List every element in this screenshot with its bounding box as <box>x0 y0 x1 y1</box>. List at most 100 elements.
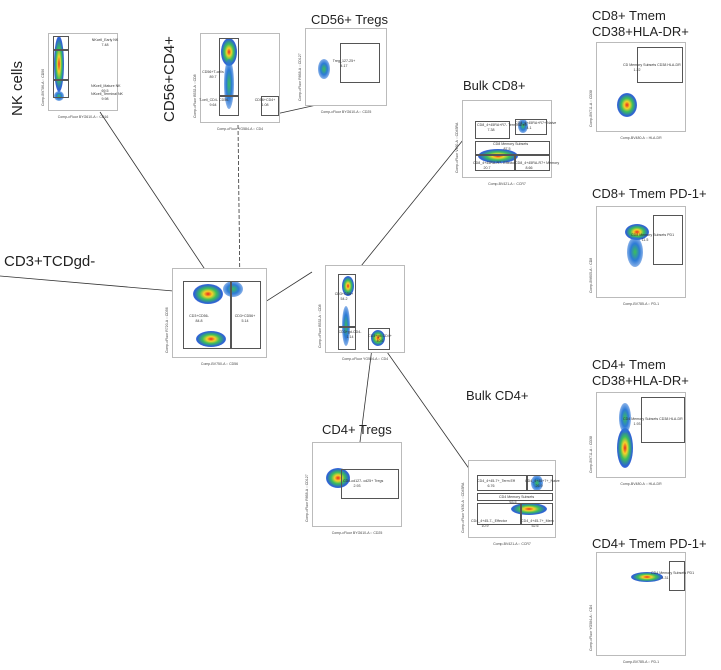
gate-value: 7.38 <box>487 127 495 132</box>
gate-value: 63.5 <box>509 499 517 504</box>
y-axis-label: Comp-BV711-A :: CD38 <box>589 436 593 473</box>
title-cd3: CD3+TCDgd- <box>4 253 96 270</box>
title-r1a: CD8+ Tmem <box>592 8 666 23</box>
connector-cd4tregs <box>359 347 373 443</box>
gate-r1-0[interactable] <box>637 47 683 83</box>
title-r3a: CD4+ Tmem <box>592 357 666 372</box>
gate-cd8-4[interactable] <box>515 155 550 171</box>
gate-value: 10.9 <box>481 523 489 528</box>
gate-cd4tregs-0[interactable] <box>341 469 399 499</box>
gate-cd4-2[interactable] <box>477 493 553 501</box>
gate-label: Treg_127-25+4.17 <box>330 59 358 68</box>
gate-label: CD3+gd-CD4-1.14 <box>336 330 364 339</box>
plot-cd3: CD3+CD56-84.8 CD3+CD56+5.14 Comp-cFluor R7… <box>165 268 267 366</box>
y-axis-label: Comp-cFluor R720-A :: CD56 <box>165 307 169 353</box>
gate-value: 8.66 <box>525 165 533 170</box>
gate-value: 52.6 <box>531 523 539 528</box>
connector-cd3-gate <box>0 275 186 293</box>
gate-name: CD3+CD56- <box>189 314 209 318</box>
y-axis-label: Comp-BV711-A :: CD38 <box>589 90 593 127</box>
gate-name: NKcell_Early NK <box>91 38 119 42</box>
gate-value: 4.31 <box>661 575 669 580</box>
x-axis-label: Comp-BV421-A :: CCR7 <box>488 182 526 186</box>
gate-value: 4.17 <box>340 63 348 68</box>
gate-value: 1.14 <box>346 334 354 339</box>
gate-r4-0[interactable] <box>669 561 685 591</box>
gate-value: 2.93 <box>353 483 361 488</box>
gate-value: 1.93 <box>633 421 641 426</box>
gate-cd56cd4-0[interactable] <box>219 38 239 96</box>
gate-main-1[interactable] <box>338 326 356 350</box>
gate-cd8-0[interactable] <box>475 121 510 139</box>
gate-value: 5.14 <box>241 318 249 323</box>
gate-cd4-3[interactable] <box>477 503 521 525</box>
y-axis-label: Comp-cFluor V450-A :: CD45RA <box>455 122 459 173</box>
gate-r2-0[interactable] <box>653 215 683 265</box>
x-axis-label: Comp-cFluor YG584-A :: CD4 <box>216 127 264 131</box>
gate-cd8-3[interactable] <box>475 155 515 171</box>
gate-value: 89.7 <box>209 74 217 79</box>
gate-name: CD4 Memory Subsets <box>499 495 535 499</box>
gate-value: 9.64 <box>209 102 217 107</box>
gate-name: CD4-cd127- cd25+ Tregs <box>343 479 384 483</box>
title-r4: CD4+ Tmem PD-1+ <box>592 536 707 551</box>
gate-main-0[interactable] <box>338 274 356 328</box>
gate-nk-0[interactable] <box>53 36 69 50</box>
gate-name: CD8_4+45RA-R7- Effector <box>473 161 516 165</box>
gate-value: 84.8 <box>195 318 203 323</box>
gate-cd8-1[interactable] <box>515 119 547 135</box>
title-cd4: Bulk CD4+ <box>466 388 529 403</box>
gate-name: CD4_4+45-7+_Term Eff <box>477 479 515 483</box>
connector-cd4 <box>379 341 471 471</box>
gate-cd4-0[interactable] <box>477 475 527 491</box>
title-r1b: CD38+HLA-DR+ <box>592 24 689 39</box>
x-axis-label: Comp-BV421-A :: CCR7 <box>493 542 531 546</box>
x-axis-label: Comp-BV785-A :: PD-1 <box>622 660 660 664</box>
gate-name: CD8_4+45RA+R7+ Naive <box>515 121 557 125</box>
y-axis-label: Comp-cFluor B532-A :: CD8 <box>193 74 197 118</box>
gate-name: CD3+CD8+ <box>334 292 354 296</box>
gate-cd8-2[interactable] <box>475 141 550 155</box>
gate-label: T-cell_CD4- CD56-9.64 <box>199 98 229 107</box>
title-r2: CD8+ Tmem PD-1+ <box>592 186 707 201</box>
connector-cd56cd4 <box>237 124 241 293</box>
gate-r3-0[interactable] <box>641 397 685 443</box>
gate-cd56cd4-1[interactable] <box>219 96 239 116</box>
gate-cd3-0[interactable] <box>183 281 231 349</box>
gate-name: CD8_4+45RA+R7- Terminal eff <box>477 123 527 127</box>
x-axis-label: Comp-BV785-A :: PD-1 <box>622 302 660 306</box>
gate-value: 20.7 <box>483 165 491 170</box>
gate-main-2[interactable] <box>368 328 390 350</box>
title-tregs56: CD56+ Tregs <box>311 12 388 27</box>
gate-nk-2[interactable] <box>53 80 69 98</box>
gate-cd4-1[interactable] <box>527 475 553 491</box>
gate-tregs56-0[interactable] <box>340 43 380 83</box>
gate-cd4-4[interactable] <box>521 503 553 525</box>
gate-value: 54.2 <box>340 296 348 301</box>
gate-name: CD4 Memory Subsets PD1 <box>651 571 695 575</box>
title-cd56cd4: CD56+CD4+ <box>161 36 178 122</box>
gate-name: CD56+CD4+ <box>254 98 276 102</box>
gate-cd56cd4-2[interactable] <box>261 96 279 116</box>
gate-cd3-1[interactable] <box>231 281 261 349</box>
gate-nk-1[interactable] <box>53 50 69 80</box>
gate-name: CD3+CD56+ <box>234 314 256 318</box>
gate-name: CD8 Memory Subsets <box>493 142 529 146</box>
title-cd8: Bulk CD8+ <box>463 78 526 93</box>
